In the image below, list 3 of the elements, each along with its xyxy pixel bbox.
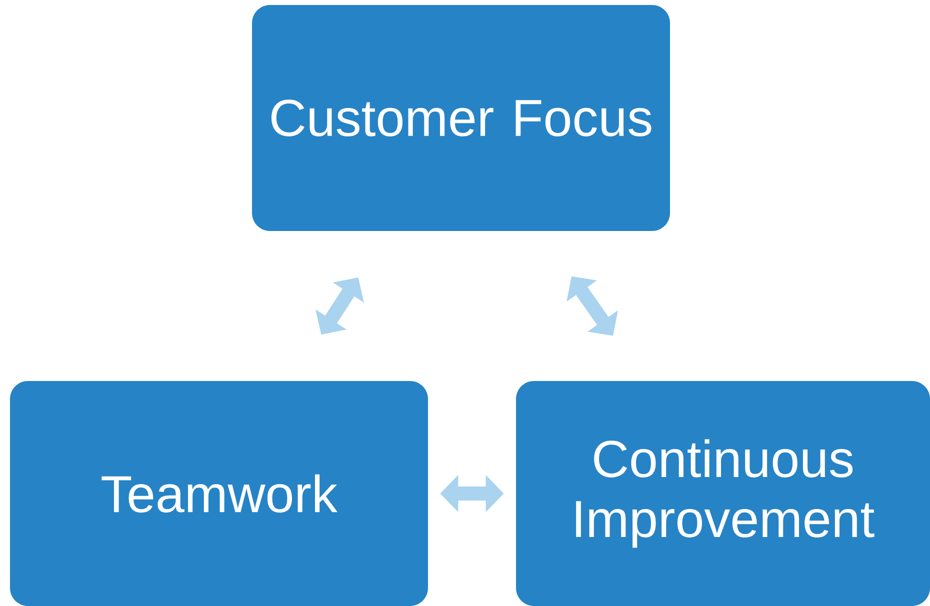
process-box: Continuous Improvement xyxy=(516,381,930,606)
process-box: Teamwork xyxy=(10,381,428,606)
process-box: Customer Focus xyxy=(252,5,670,231)
